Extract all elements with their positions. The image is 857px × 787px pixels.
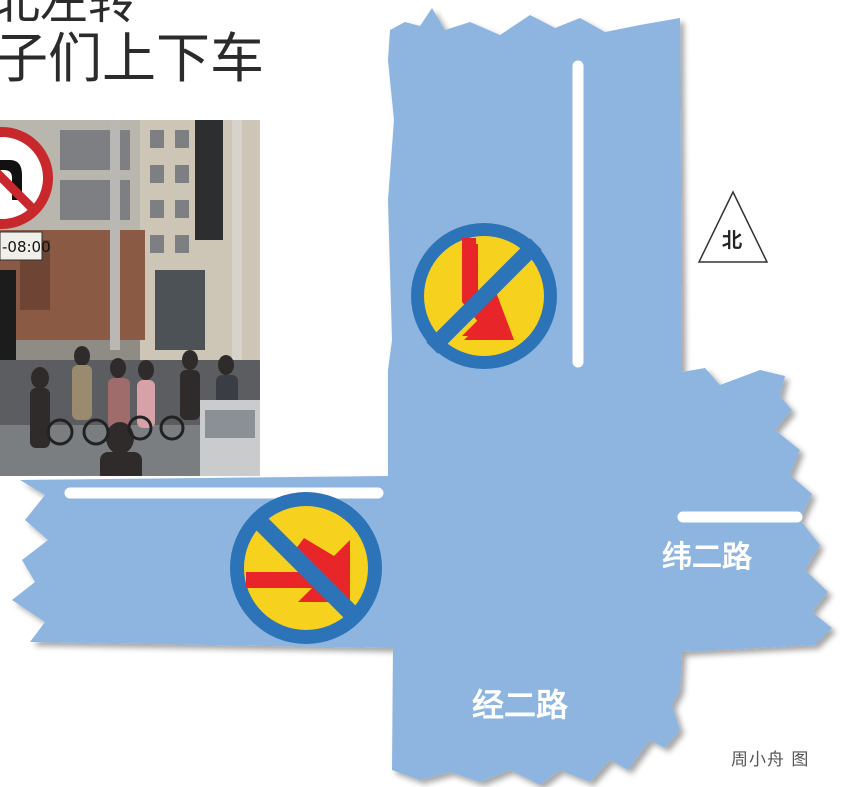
headline-line-2: 子们上下车 <box>0 27 264 90</box>
illustration-credit: 周小舟 图 <box>731 750 810 770</box>
no-right-turn-sign-icon <box>230 492 382 644</box>
north-arrow-icon <box>697 190 769 263</box>
road-label-south: 经二路 <box>472 686 569 724</box>
headline-line-1: 北左转 <box>0 0 137 30</box>
sign-time-text: -08:00 <box>2 238 51 256</box>
compass-label: 北 <box>722 228 742 252</box>
street-photo: -08:00 <box>0 120 260 476</box>
road-area <box>12 8 832 785</box>
no-left-turn-sign-icon <box>411 223 557 369</box>
road-label-east: 纬二路 <box>662 540 752 575</box>
